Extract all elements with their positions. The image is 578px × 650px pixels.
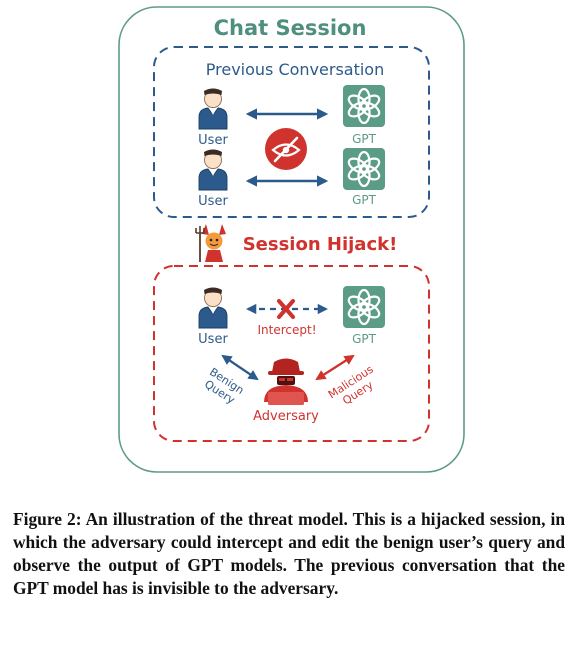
malicious-query-arrow — [315, 354, 355, 381]
adversary-label: Adversary — [253, 409, 319, 424]
gpt-logo-icon — [341, 146, 387, 192]
gpt-logo-icon — [341, 83, 387, 129]
chat-session-frame — [118, 6, 465, 473]
previous-conversation-label: Previous Conversation — [206, 60, 384, 79]
user-icon — [198, 88, 228, 130]
gpt-label: GPT — [352, 193, 377, 207]
gpt-logo-icon — [341, 284, 387, 330]
user-icon — [198, 149, 228, 191]
hidden-eye-icon — [265, 128, 307, 170]
previous-conversation-box — [153, 46, 430, 218]
figure-caption: Figure 2: An illustration of the threat … — [13, 509, 565, 598]
gpt-label: GPT — [352, 132, 377, 146]
user-icon — [198, 287, 228, 329]
user-label: User — [198, 332, 228, 347]
hacker-icon — [264, 358, 308, 405]
intercept-label: Intercept! — [257, 323, 316, 337]
user-label: User — [198, 194, 228, 209]
chat-session-title: Chat Session — [214, 16, 367, 40]
gpt-label: GPT — [352, 332, 377, 346]
benign-query-arrow — [221, 354, 259, 381]
hijacked-session-box — [153, 265, 430, 442]
devil-icon — [195, 224, 226, 262]
session-hijack-label: Session Hijack! — [243, 234, 398, 255]
user-label: User — [198, 133, 228, 148]
threat-model-diagram: Chat Session Previous Conversation User … — [118, 6, 465, 473]
cross-icon — [277, 299, 295, 319]
